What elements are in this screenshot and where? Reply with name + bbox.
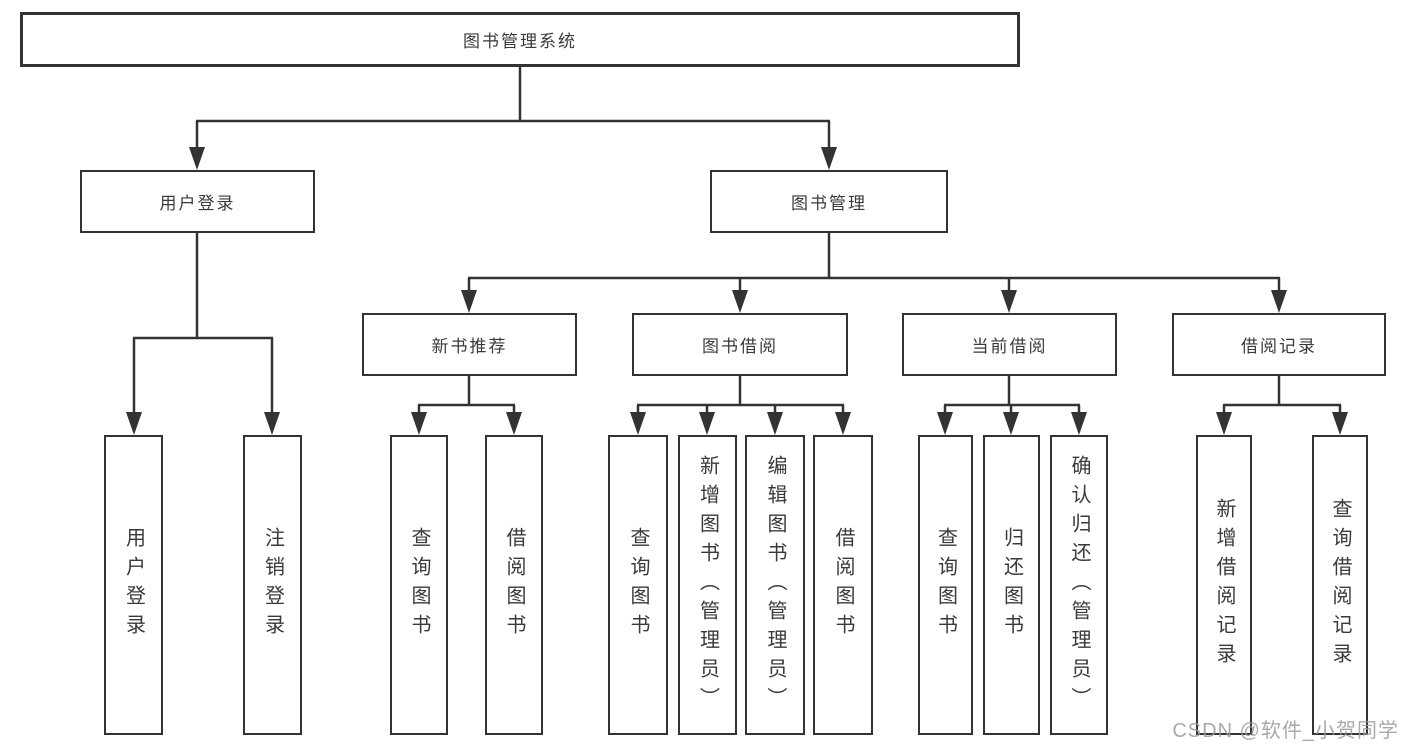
- connector-current-borrow-children: [937, 376, 1087, 435]
- node-root: 图书管理系统: [20, 12, 1020, 67]
- node-new-book-recommend-label: 新书推荐: [431, 337, 508, 356]
- node-current-borrow: 当前借阅: [902, 313, 1117, 376]
- node-leaf-edit-book: 编辑图书（管理员）: [745, 435, 805, 735]
- node-leaf-user-login-label: 用户登录: [122, 527, 145, 643]
- connector-book-borrow-children: [630, 376, 851, 435]
- node-leaf-confirm-return-label: 确认归还（管理员）: [1068, 454, 1090, 716]
- node-leaf-add-book: 新增图书（管理员）: [678, 435, 737, 735]
- node-new-book-recommend: 新书推荐: [362, 313, 577, 376]
- node-book-borrow: 图书借阅: [632, 313, 848, 376]
- node-leaf-borrow-book-recommend-label: 借阅图书: [503, 527, 525, 643]
- connector-root-to-level2: [189, 67, 837, 170]
- node-book-management-label: 图书管理: [791, 194, 867, 213]
- csdn-watermark: CSDN @软件_小贺同学: [1172, 720, 1399, 742]
- node-leaf-logout-label: 注销登录: [261, 527, 284, 643]
- node-user-login-label: 用户登录: [159, 194, 236, 213]
- node-leaf-add-borrow-record: 新增借阅记录: [1196, 435, 1252, 735]
- node-leaf-return-book: 归还图书: [983, 435, 1040, 735]
- node-leaf-return-book-label: 归还图书: [1000, 527, 1023, 643]
- node-leaf-query-book-borrow-label: 查询图书: [627, 527, 649, 643]
- node-leaf-logout: 注销登录: [243, 435, 302, 735]
- node-leaf-borrow-book-label: 借阅图书: [832, 527, 854, 643]
- node-book-management: 图书管理: [710, 170, 948, 233]
- node-borrow-record-label: 借阅记录: [1241, 337, 1317, 356]
- node-leaf-borrow-book: 借阅图书: [813, 435, 873, 735]
- node-leaf-edit-book-label: 编辑图书（管理员）: [764, 454, 786, 716]
- node-leaf-query-book-current: 查询图书: [918, 435, 973, 735]
- node-leaf-query-book-recommend-label: 查询图书: [408, 527, 430, 643]
- connector-borrow-record-children: [1216, 376, 1348, 435]
- node-leaf-user-login: 用户登录: [104, 435, 163, 735]
- connector-new-book-recommend-children: [411, 376, 522, 435]
- node-leaf-query-borrow-record: 查询借阅记录: [1312, 435, 1368, 735]
- node-leaf-query-borrow-record-label: 查询借阅记录: [1329, 498, 1351, 672]
- node-leaf-query-book-current-label: 查询图书: [934, 527, 957, 643]
- node-borrow-record: 借阅记录: [1172, 313, 1386, 376]
- node-leaf-add-book-label: 新增图书（管理员）: [696, 454, 719, 716]
- connector-book-management-children: [461, 233, 1287, 313]
- node-book-borrow-label: 图书借阅: [702, 337, 778, 356]
- node-leaf-query-book-borrow: 查询图书: [608, 435, 668, 735]
- node-current-borrow-label: 当前借阅: [971, 337, 1048, 356]
- node-root-label: 图书管理系统: [463, 32, 577, 51]
- connector-user-login-children: [126, 233, 280, 435]
- node-leaf-confirm-return: 确认归还（管理员）: [1050, 435, 1108, 735]
- node-leaf-query-book-recommend: 查询图书: [390, 435, 448, 735]
- node-leaf-borrow-book-recommend: 借阅图书: [485, 435, 543, 735]
- node-leaf-add-borrow-record-label: 新增借阅记录: [1213, 498, 1235, 672]
- node-user-login: 用户登录: [80, 170, 315, 233]
